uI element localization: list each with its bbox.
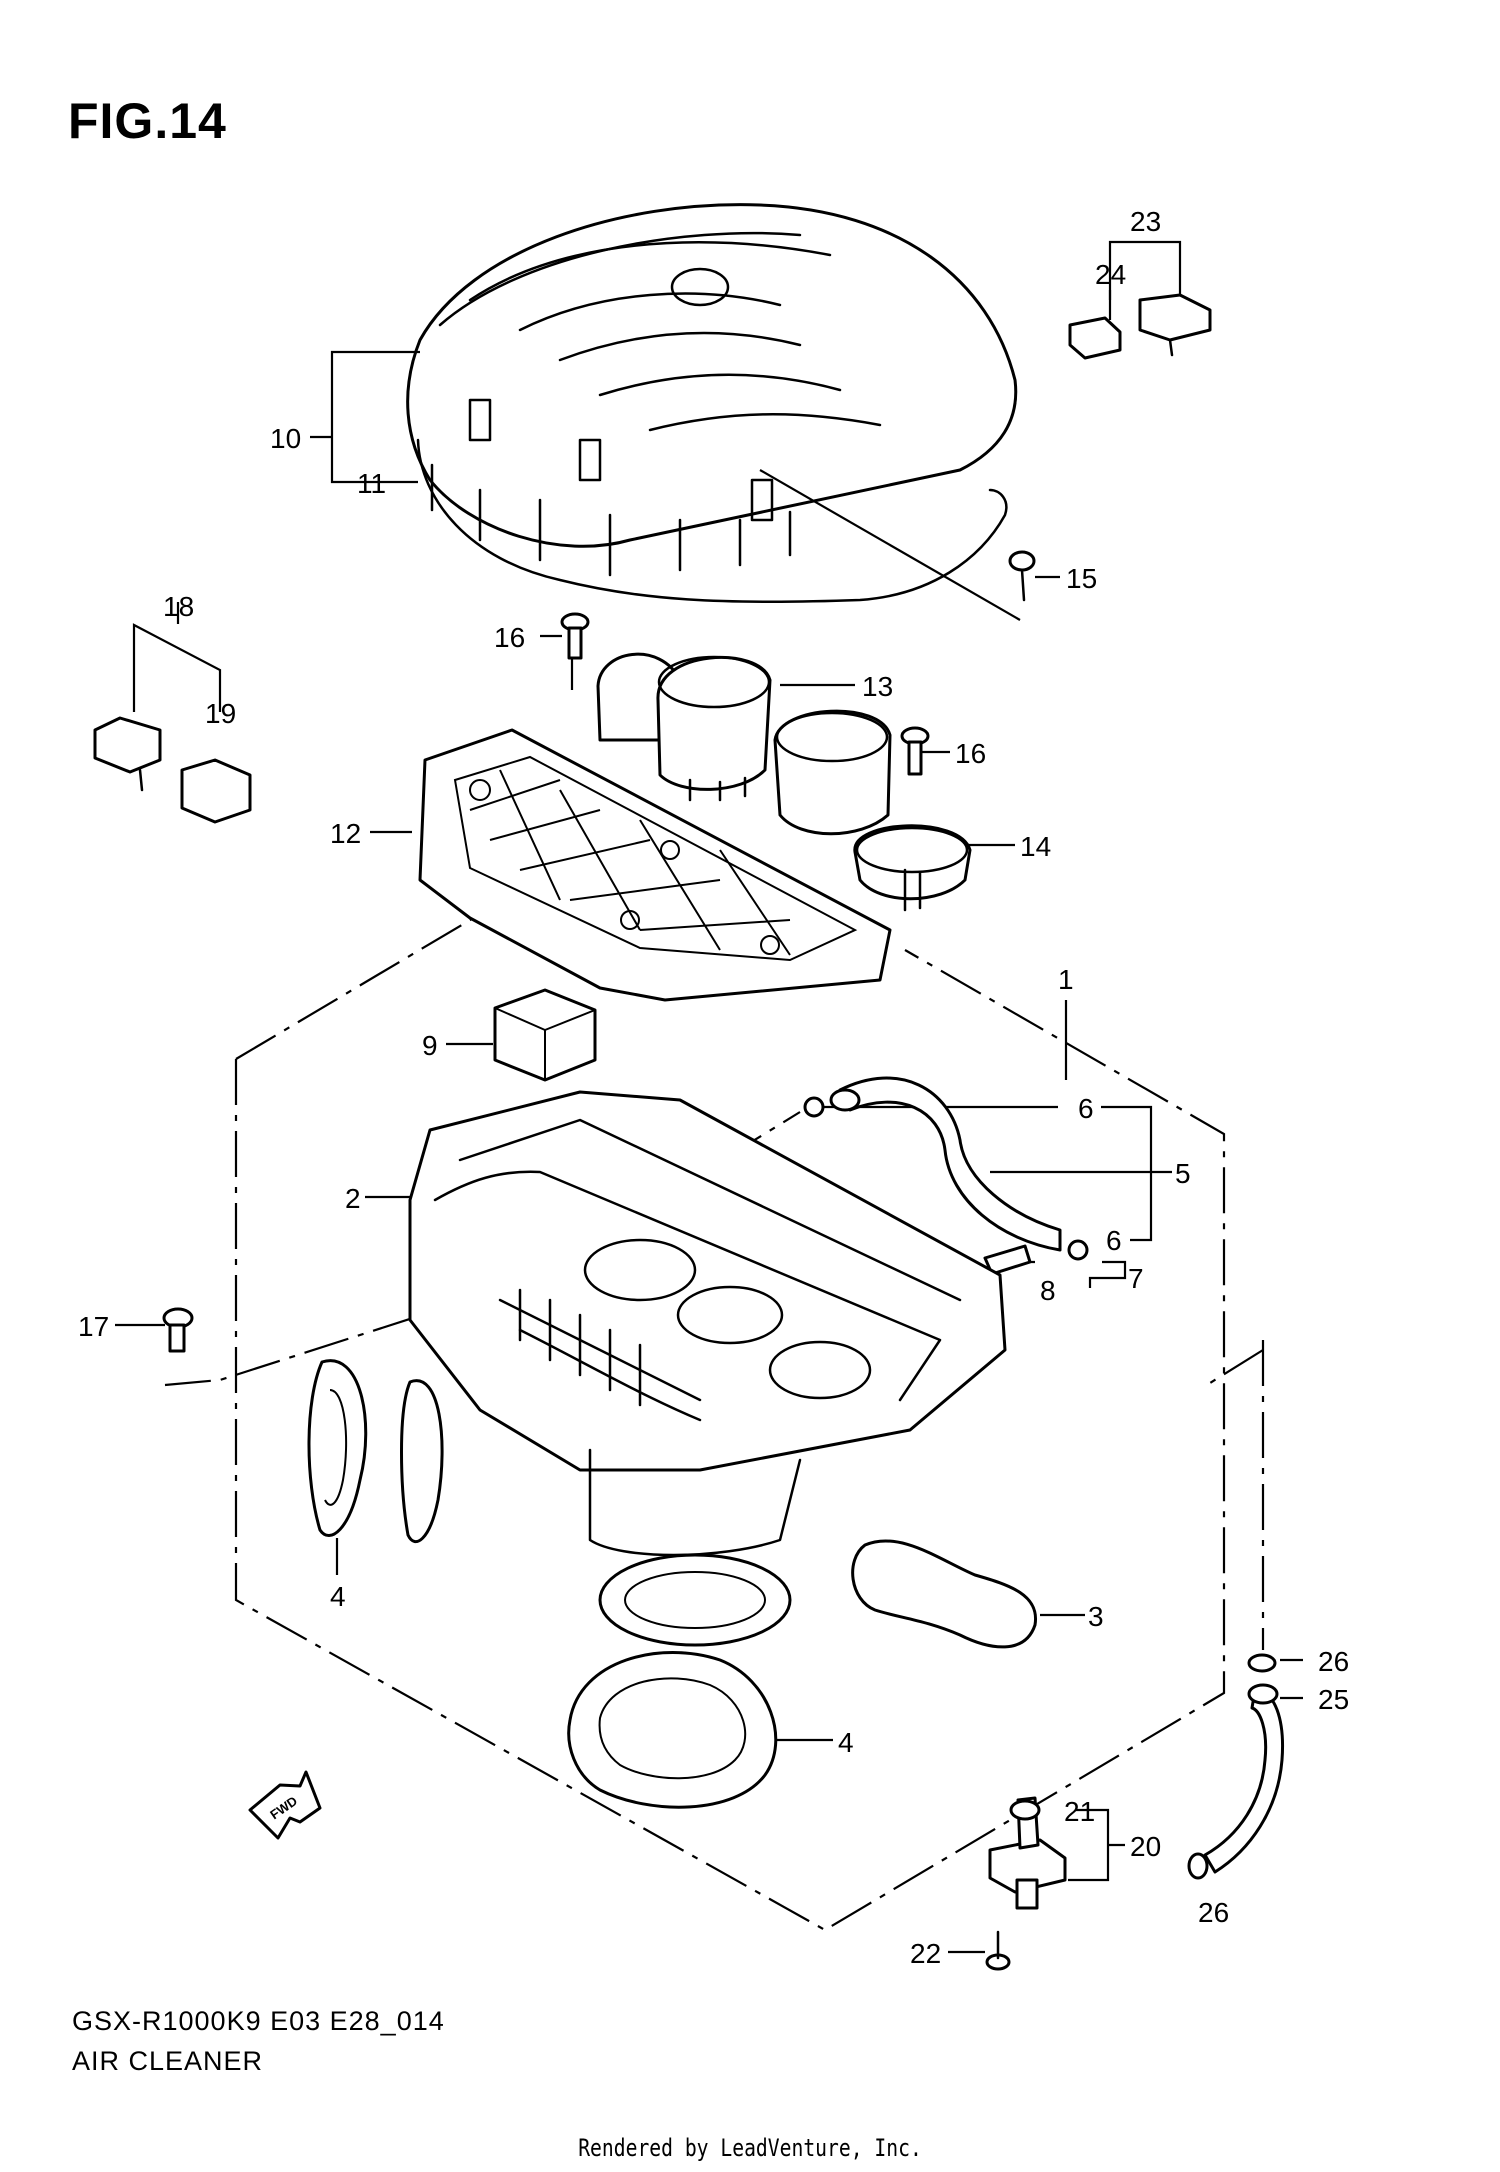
render-credit: Rendered by LeadVenture, Inc. [578, 2134, 922, 2162]
callout-19: 19 [205, 698, 236, 729]
callout-3: 3 [1088, 1601, 1104, 1632]
air-cleaner-case [408, 1090, 1007, 1647]
clamp-6a [803, 1096, 825, 1118]
bolt-17 [162, 1307, 194, 1353]
callout-12: 12 [330, 818, 361, 849]
breather-hose-5 [829, 1076, 1062, 1252]
air-cleaner-cover [406, 203, 1018, 577]
gasket-4a [307, 1359, 368, 1537]
callout-16a: 16 [494, 622, 525, 653]
bolt-16b [900, 726, 930, 776]
callout-18: 18 [163, 591, 194, 622]
air-filter-element-12 [418, 728, 892, 1002]
leader-lines [115, 240, 1303, 1954]
intake-duct-4b [567, 1651, 778, 1809]
callout-20: 20 [1130, 1831, 1161, 1862]
callout-6a: 6 [1078, 1093, 1094, 1124]
callout-8: 8 [1040, 1275, 1056, 1306]
callout-15: 15 [1066, 563, 1097, 594]
drain-hose-25 [1203, 1683, 1285, 1874]
callout-25: 25 [1318, 1684, 1349, 1715]
callout-24: 24 [1095, 259, 1126, 290]
sponge-9 [493, 988, 597, 1082]
bolt-16a [560, 612, 590, 660]
assembly-name: AIR CLEANER [72, 2046, 264, 2076]
model-code: GSX-R1000K9 E03 E28_014 [72, 2006, 445, 2036]
callout-23: 23 [1130, 206, 1161, 237]
callout-1: 1 [1058, 964, 1074, 995]
callout-13: 13 [862, 671, 893, 702]
callout-9: 9 [422, 1030, 438, 1061]
callout-10: 10 [270, 423, 301, 454]
callout-4a: 4 [330, 1581, 346, 1612]
callout-11: 11 [357, 468, 386, 499]
intake-funnel-14 [773, 709, 972, 912]
callout-21: 21 [1064, 1796, 1095, 1827]
o-ring-3 [851, 1539, 1037, 1649]
forward-direction-arrow: FWD [248, 1770, 322, 1840]
callout-26b: 26 [1198, 1897, 1229, 1928]
callout-5: 5 [1175, 1158, 1191, 1189]
callout-labels: 1 2 3 4 4 5 6 6 7 8 9 10 11 12 13 14 15 … [78, 206, 1349, 1969]
callout-14: 14 [1020, 831, 1051, 862]
callout-7: 7 [1128, 1263, 1144, 1294]
screw-15 [1008, 550, 1036, 602]
callout-4b: 4 [838, 1727, 854, 1758]
gasket-4a-second [400, 1379, 444, 1543]
callout-26a: 26 [1318, 1646, 1349, 1677]
callout-17: 17 [78, 1311, 109, 1342]
cover-gasket [416, 438, 1008, 604]
callout-6b: 6 [1106, 1225, 1122, 1256]
intake-funnel-13 [596, 652, 772, 802]
clamp-6b [1067, 1239, 1089, 1261]
clamp-26a [1247, 1653, 1277, 1673]
clamp-26b [1187, 1852, 1209, 1880]
callout-22: 22 [910, 1938, 941, 1969]
figure-title: FIG.14 [68, 93, 227, 149]
callout-2: 2 [345, 1183, 361, 1214]
screw-22 [985, 1930, 1011, 1971]
callout-16b: 16 [955, 738, 986, 769]
o-ring-21 [1009, 1799, 1041, 1821]
intake-sensor-23 [1068, 293, 1212, 360]
sensor-18 [93, 716, 252, 824]
